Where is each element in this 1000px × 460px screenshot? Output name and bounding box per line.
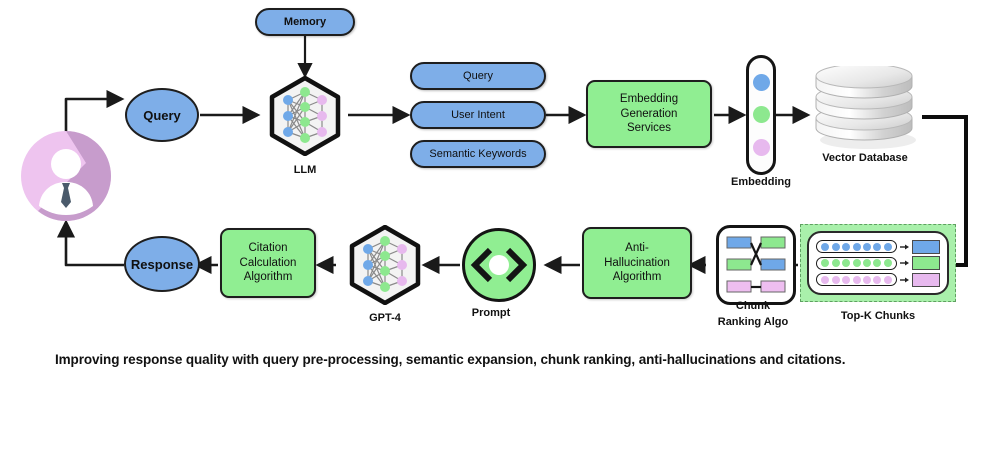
- top-k-chunks-node[interactable]: [800, 224, 956, 302]
- llm-node[interactable]: [268, 75, 342, 157]
- prompt-node[interactable]: [462, 228, 536, 302]
- memory-label: Memory: [283, 16, 327, 28]
- expansion-item-user-intent[interactable]: User Intent: [410, 101, 546, 129]
- anti-hallucination-line-3: Algorithm: [612, 271, 662, 284]
- citation-line-1: Citation: [248, 241, 288, 254]
- vector-database-node[interactable]: [810, 63, 922, 151]
- expansion-semantic-keywords-label: Semantic Keywords: [429, 148, 527, 160]
- chunk-ranking-icon: [726, 236, 786, 293]
- arrow-right-icon: [900, 244, 909, 249]
- chunk-ranking-label-line-1: Chunk: [735, 300, 771, 312]
- embedding-generation-services-node[interactable]: Embedding Generation Services: [586, 80, 712, 148]
- gpt4-node[interactable]: [348, 224, 422, 306]
- embedding-service-line-3: Services: [626, 122, 672, 135]
- embedding-dot-pink: [752, 139, 770, 157]
- figure-caption: Improving response quality with query pr…: [55, 352, 846, 367]
- memory-node[interactable]: Memory: [255, 8, 355, 36]
- llm-label: LLM: [293, 164, 317, 176]
- vector-database-label: Vector Database: [822, 152, 908, 164]
- top-k-row-green: [816, 256, 940, 270]
- embedding-dot-blue: [752, 73, 770, 91]
- gpt4-label: GPT-4: [369, 312, 401, 324]
- database-icon: [815, 63, 916, 149]
- avatar: [20, 130, 112, 222]
- arrow-right-icon: [900, 277, 909, 282]
- response-label: Response: [130, 256, 194, 272]
- expansion-user-intent-label: User Intent: [451, 109, 505, 121]
- arrow-right-icon: [900, 260, 909, 266]
- anti-hallucination-node[interactable]: Anti- Hallucination Algorithm: [582, 227, 692, 299]
- query-label: Query: [143, 107, 181, 123]
- chunk-ranking-node[interactable]: [716, 225, 796, 305]
- anti-hallucination-line-1: Anti-: [625, 241, 649, 254]
- code-brackets-icon: [470, 247, 528, 283]
- expansion-item-query[interactable]: Query: [410, 62, 546, 90]
- expansion-item-semantic-keywords[interactable]: Semantic Keywords: [410, 140, 546, 168]
- top-k-chunks-label: Top-K Chunks: [840, 310, 916, 322]
- expansion-query-label: Query: [463, 70, 493, 82]
- embedding-node[interactable]: [746, 55, 776, 175]
- embedding-service-line-1: Embedding: [619, 92, 679, 105]
- top-k-row-pink: [816, 272, 940, 287]
- citation-line-3: Algorithm: [243, 271, 293, 284]
- embedding-label: Embedding: [731, 176, 791, 188]
- response-node[interactable]: Response: [124, 236, 200, 292]
- embedding-dot-green: [752, 106, 770, 124]
- citation-calculation-node[interactable]: Citation Calculation Algorithm: [220, 228, 316, 298]
- citation-line-2: Calculation: [239, 256, 297, 269]
- neural-network-icon: [349, 224, 421, 306]
- embedding-service-line-2: Generation: [620, 107, 678, 120]
- top-k-row-blue: [816, 239, 940, 254]
- chunk-ranking-label-line-2: Ranking Algo: [717, 316, 789, 328]
- prompt-label: Prompt: [471, 307, 511, 319]
- query-node[interactable]: Query: [125, 88, 199, 142]
- neural-network-icon: [269, 75, 341, 157]
- anti-hallucination-line-2: Hallucination: [604, 256, 670, 269]
